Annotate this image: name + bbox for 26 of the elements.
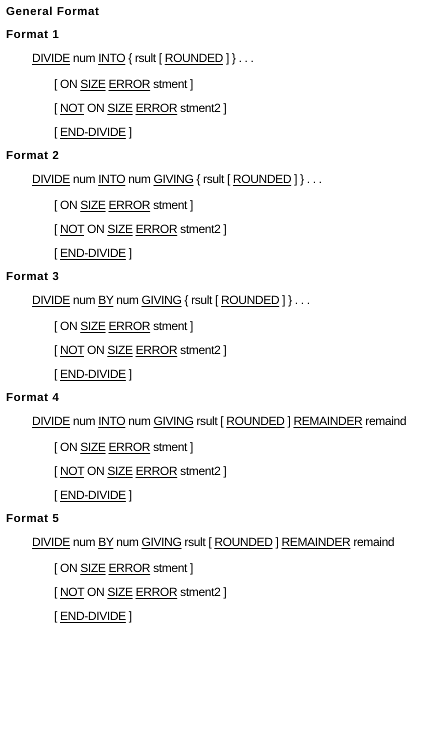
optional-clause: [ NOT ON SIZE ERROR stment2 ] bbox=[54, 463, 226, 480]
syntax-line: DIVIDE num INTO num GIVING rsult [ ROUNDED ] REMAINDER remaind bbox=[32, 413, 406, 430]
optional-clause: [ ON SIZE ERROR stment ] bbox=[54, 318, 193, 335]
optional-clause: [ END-DIVIDE ] bbox=[54, 124, 132, 141]
syntax-line: DIVIDE num INTO { rsult [ ROUNDED ] } . . . bbox=[32, 50, 254, 67]
optional-clause: [ END-DIVIDE ] bbox=[54, 487, 132, 504]
optional-clause: [ END-DIVIDE ] bbox=[54, 608, 132, 625]
format-heading: Format 1 bbox=[6, 28, 60, 43]
optional-clause: [ ON SIZE ERROR stment ] bbox=[54, 560, 193, 577]
syntax-line: DIVIDE num BY num GIVING rsult [ ROUNDED ] REMAINDER remaind bbox=[32, 534, 394, 551]
optional-clause: [ ON SIZE ERROR stment ] bbox=[54, 197, 193, 214]
optional-clause: [ END-DIVIDE ] bbox=[54, 366, 132, 383]
optional-clause: [ NOT ON SIZE ERROR stment2 ] bbox=[54, 584, 226, 601]
format-heading: Format 3 bbox=[6, 270, 60, 285]
optional-clause: [ ON SIZE ERROR stment ] bbox=[54, 439, 193, 456]
optional-clause: [ NOT ON SIZE ERROR stment2 ] bbox=[54, 100, 226, 117]
optional-clause: [ END-DIVIDE ] bbox=[54, 245, 132, 262]
optional-clause: [ ON SIZE ERROR stment ] bbox=[54, 76, 193, 93]
syntax-line: DIVIDE num BY num GIVING { rsult [ ROUNDED ] } . . . bbox=[32, 292, 310, 309]
optional-clause: [ NOT ON SIZE ERROR stment2 ] bbox=[54, 221, 226, 238]
syntax-line: DIVIDE num INTO num GIVING { rsult [ ROUNDED ] } . . . bbox=[32, 171, 322, 188]
format-heading: Format 5 bbox=[6, 512, 60, 527]
format-heading: Format 2 bbox=[6, 149, 60, 164]
title: General Format bbox=[6, 5, 100, 20]
format-heading: Format 4 bbox=[6, 391, 60, 406]
optional-clause: [ NOT ON SIZE ERROR stment2 ] bbox=[54, 342, 226, 359]
